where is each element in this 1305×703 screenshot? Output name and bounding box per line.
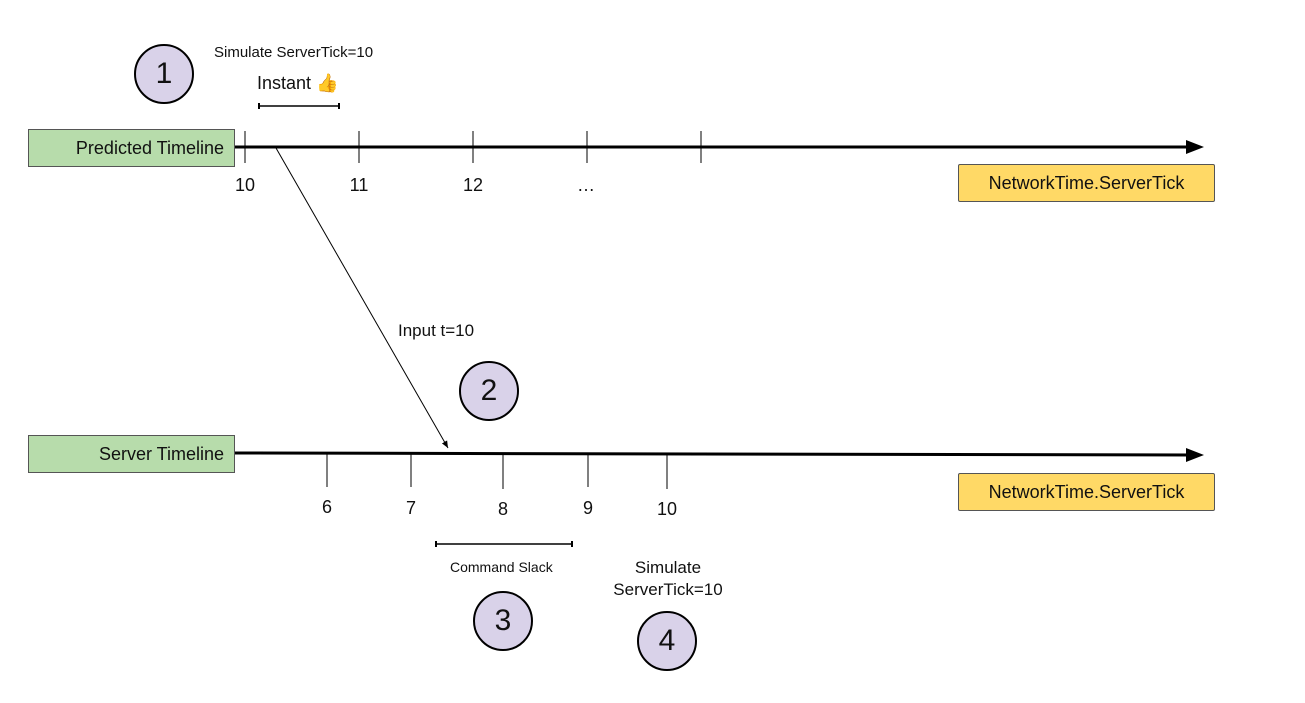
command-slack-label: Command Slack [450,559,553,575]
simulate-bottom-label-line2: ServerTick=10 [613,580,723,599]
step-3-circle: 3 [473,591,533,651]
server-tick-label-9: 9 [582,498,593,518]
server-tick-label-7: 7 [405,498,416,518]
predicted-timeline-box: Predicted Timeline [28,129,235,167]
simulate-bottom-label-line1: Simulate [634,558,702,577]
predicted-axis-arrowhead [1186,140,1204,154]
step-2-circle: 2 [459,361,519,421]
predicted-tick-label-10: 10 [234,175,256,195]
server-axis-line [234,451,1193,457]
input-arrow [275,147,449,449]
input-label: Input t=10 [398,321,475,340]
predicted-tick-label-11: 11 [349,175,369,195]
predicted-axis-label: NetworkTime.ServerTick [958,164,1215,202]
server-axis-label: NetworkTime.ServerTick [958,473,1215,511]
step-4-circle: 4 [637,611,697,671]
server-tick-label-8: 8 [497,499,508,519]
simulate-top-label: Simulate ServerTick=10 [214,44,374,61]
instant-label: Instant 👍 [257,73,339,93]
step-1-circle: 1 [134,44,194,104]
server-axis-arrowhead [1186,448,1204,462]
server-tick-label-10: 10 [656,499,678,519]
predicted-tick-label-ellipsis: … [577,175,595,195]
server-tick-label-6: 6 [321,497,332,517]
server-timeline-box: Server Timeline [28,435,235,473]
predicted-tick-label-12: 12 [462,175,484,195]
